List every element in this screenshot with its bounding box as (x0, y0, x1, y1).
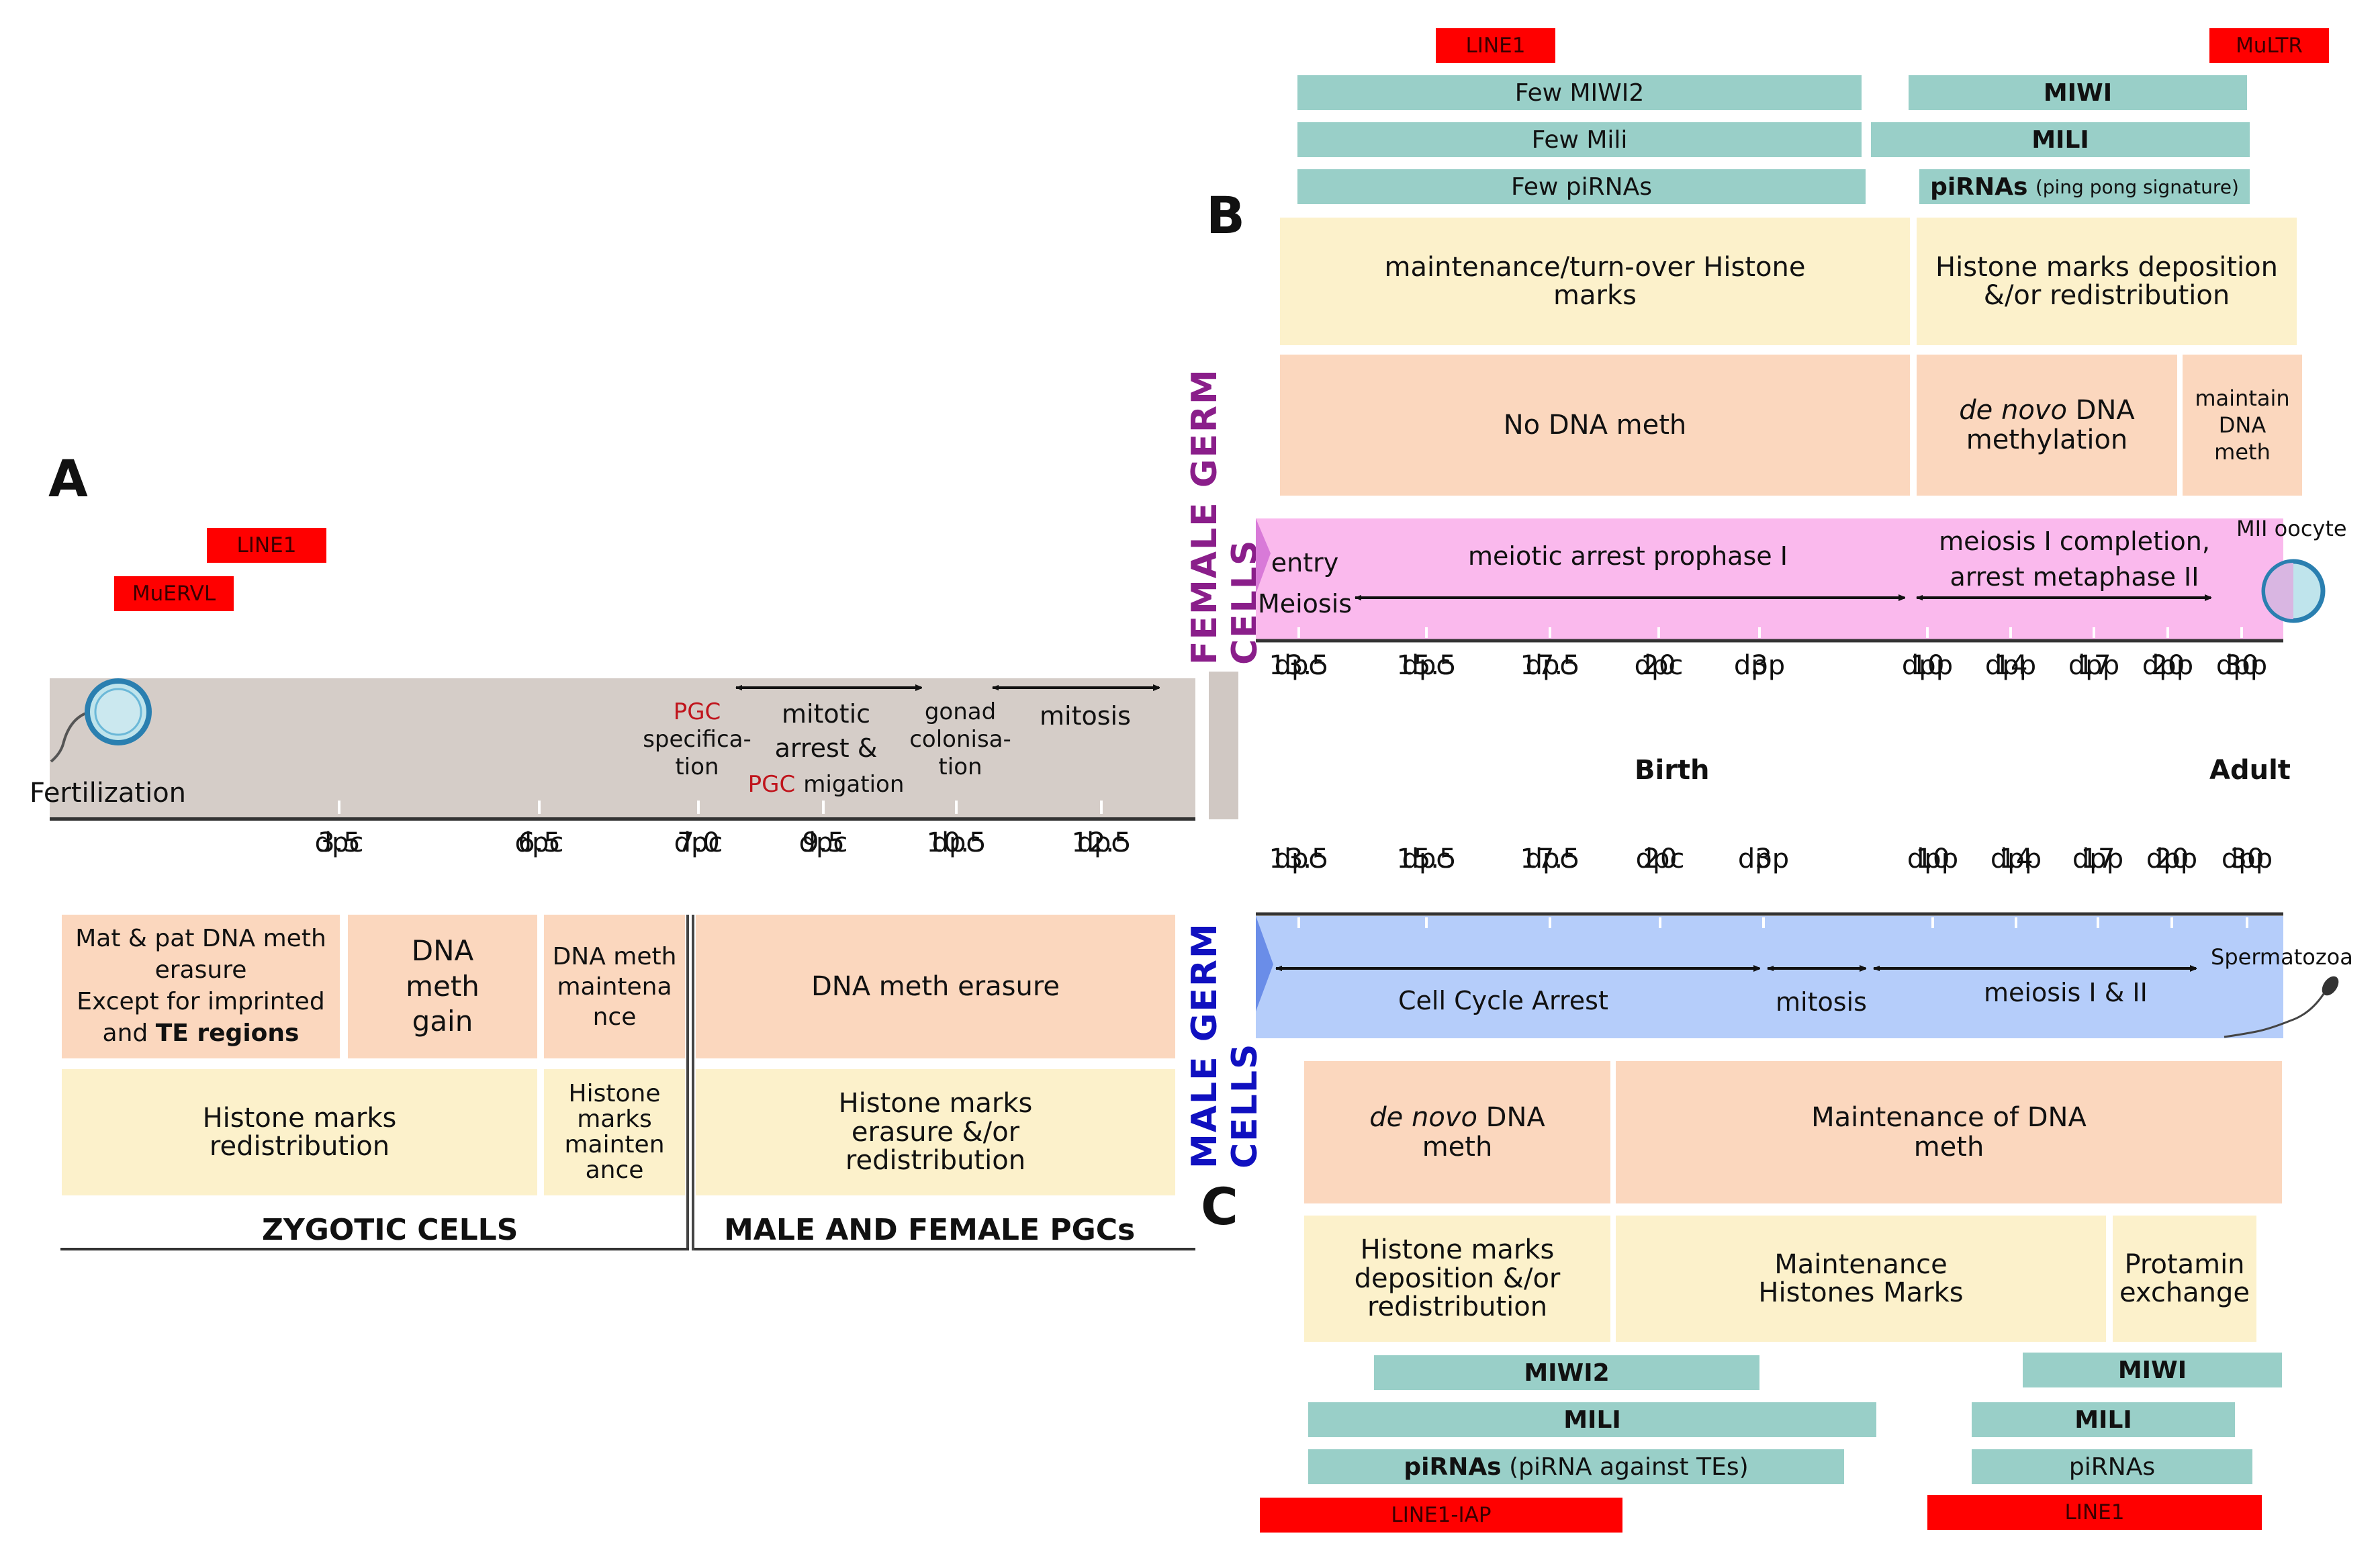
histone-erasure-a: Histone marks erasure &/or redistributio… (696, 1069, 1175, 1195)
pgc-underline (694, 1248, 1195, 1250)
maintain-dna-meth: maintain DNA meth (2183, 355, 2302, 496)
mii-oocyte-label: MII oocyte (2236, 516, 2347, 541)
spermatozoa-label: Spermatozoa (2211, 944, 2353, 970)
maintenance-dna-meth-c: Maintenance of DNA meth (1616, 1061, 2282, 1203)
miwi2-bar-c: MIWI2 (1374, 1355, 1759, 1390)
mili-bar-b: MILI (1871, 122, 2250, 157)
female-germ-cells-label: FEMALE GERM CELLS (1185, 368, 1265, 665)
migation-text: migation (803, 770, 905, 798)
miwi-bar-b: MIWI (1909, 75, 2247, 110)
mitotic-arrest-text: mitotic arrest & (774, 699, 878, 764)
meth-gain: DNA meth gain (348, 915, 537, 1058)
no-dna-meth: No DNA meth (1280, 355, 1910, 496)
specification-text: specifica- tion (643, 725, 751, 780)
pgc-word-2: PGC (747, 770, 796, 798)
panel-c-label: C (1201, 1177, 1238, 1236)
panel-a-arrows (338, 0, 1209, 814)
adult-label: Adult (2209, 755, 2291, 786)
mii-oocyte-icon (2261, 559, 2326, 623)
panel-b-label: B (1206, 185, 1245, 245)
mitosis-label-c: mitosis (1776, 987, 1867, 1017)
meiosis-label: meiosis I & II (1984, 978, 2148, 1007)
gonad-colonisation-label: gonad colonisa- tion (909, 698, 1011, 780)
te-muervl-a: MuERVL (114, 576, 234, 611)
pgcs-title: MALE AND FEMALE PGCs (724, 1213, 1136, 1247)
female-timeline-band (1256, 518, 2283, 643)
meiosis-completion-label: meiosis I completion, arrest metaphase I… (1939, 527, 2210, 592)
mili-bar-c-left: MILI (1308, 1402, 1876, 1437)
side-divider (1209, 672, 1238, 819)
zygotic-underline (60, 1248, 689, 1250)
male-timeline-band (1256, 912, 2283, 1038)
te-multr-b: MuLTR (2209, 28, 2329, 63)
pgc-spec-label: PGC specifica- tion (630, 698, 764, 780)
histone-turnover-b: maintenance/turn-over Histone marks (1280, 218, 1910, 345)
male-germ-cells-label: MALE GERM CELLS (1185, 922, 1265, 1169)
meth-maintenance-a: DNA meth maintena nce (544, 915, 685, 1058)
fertilization-label: Fertilization (30, 778, 187, 809)
histone-deposition-b: Histone marks deposition &/or redistribu… (1917, 218, 2297, 345)
cell-cycle-arrest-label: Cell Cycle Arrest (1398, 986, 1608, 1015)
miwi-bar-c: MIWI (2023, 1353, 2282, 1387)
zygote-timeline-band (50, 678, 1195, 821)
te-line1-b: LINE1 (1436, 28, 1555, 63)
mitosis-label-a: mitosis (1040, 701, 1131, 731)
te-line1-c: LINE1 (1927, 1495, 2262, 1530)
te-line1-iap-c: LINE1-IAP (1260, 1498, 1622, 1533)
spermatozoa-icon (2224, 976, 2339, 1038)
pirnas-against-tes-bar: piRNAs (piRNA against TEs) (1308, 1449, 1844, 1484)
panel-a-label: A (48, 449, 88, 508)
meth-erasure-pgc: DNA meth erasure (696, 915, 1175, 1058)
birth-label: Birth (1635, 755, 1710, 786)
pirnas-ping-pong-bar: piRNAs (ping pong signature) (1919, 169, 2250, 204)
denovo-meth-c: de novo DNA meth (1304, 1061, 1610, 1203)
meth-erasure-zygotic: Mat & pat DNA meth erasure Except for im… (62, 915, 340, 1058)
meiotic-arrest-label: meiotic arrest prophase I (1468, 541, 1788, 571)
denovo-methylation-b: de novo DNA methylation (1917, 355, 2177, 496)
mitotic-arrest-label: mitotic arrest & PGC migation (739, 697, 913, 801)
histone-maintenance-c: Maintenance Histones Marks (1616, 1216, 2106, 1342)
zygotic-divider (686, 915, 694, 1250)
zygote-cell-icon (50, 678, 152, 763)
pirnas-bar-c-right: piRNAs (1972, 1449, 2252, 1484)
entry-meiosis-label: entry Meiosis (1257, 548, 1353, 619)
te-line1-a: LINE1 (207, 528, 326, 563)
histone-deposition-c: Histone marks deposition &/or redistribu… (1304, 1216, 1610, 1342)
histone-redistribution-a: Histone marks redistribution (62, 1069, 537, 1195)
few-mili-bar: Few Mili (1297, 122, 1862, 157)
zygotic-cells-title: ZYGOTIC CELLS (262, 1213, 518, 1247)
histone-maintenance-a: Histone marks mainten ance (544, 1069, 685, 1195)
mili-bar-c-right: MILI (1972, 1402, 2235, 1437)
pgc-word: PGC (673, 698, 721, 725)
few-pirnas-bar: Few piRNAs (1297, 169, 1866, 204)
few-miwi2-bar: Few MIWI2 (1297, 75, 1862, 110)
protamin-exchange: Protamin exchange (2113, 1216, 2256, 1342)
